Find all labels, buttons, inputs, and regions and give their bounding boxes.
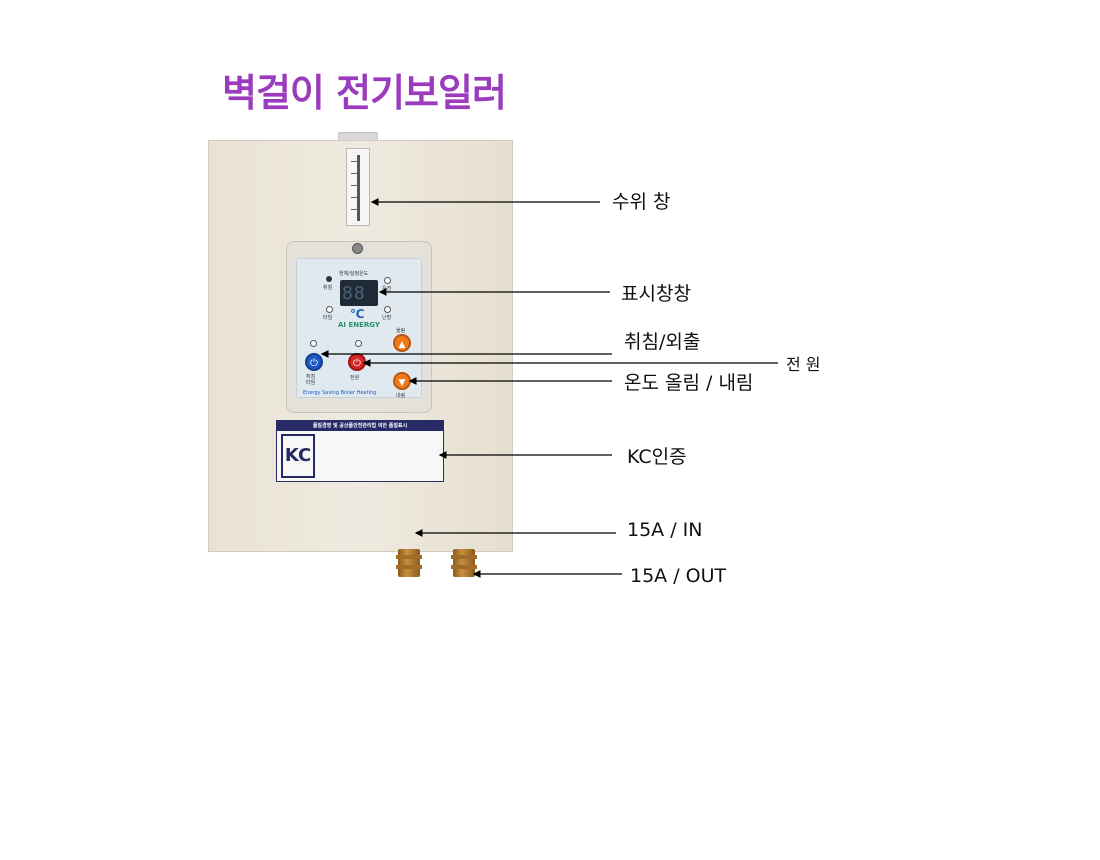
- display-callout: 표시창창: [621, 283, 691, 305]
- gauge-tick: [351, 173, 358, 174]
- inlet-callout: 15A / IN: [627, 519, 703, 541]
- inlet-pipe: [396, 549, 422, 577]
- water-level-callout: 수위 창: [612, 191, 671, 213]
- outlet-pipe: [451, 549, 477, 577]
- run-indicator-label: 운전: [382, 286, 392, 292]
- sleep-callout: 취침/외출: [624, 331, 701, 353]
- screw-icon: [352, 243, 363, 254]
- page-title: 벽걸이 전기보일러: [222, 71, 507, 115]
- run-indicator-icon: [384, 277, 391, 284]
- temp-callout: 온도 올림 / 내림: [624, 372, 754, 394]
- kc-callout: KC인증: [627, 446, 687, 468]
- sleep-indicator-label: 취침: [323, 285, 333, 291]
- brand-label: AI ENERGY: [338, 321, 380, 329]
- power-callout: 전 원: [786, 355, 821, 374]
- heating-indicator-icon: [384, 306, 391, 313]
- up-button-label: 올림: [396, 328, 406, 334]
- power-led-icon: [355, 340, 362, 347]
- power-button-label: 전원: [350, 375, 360, 381]
- timer-indicator-icon: [326, 306, 333, 313]
- display-digits: 88: [342, 283, 366, 304]
- sleep-timer-button[interactable]: ⏻: [305, 353, 323, 371]
- water-level-gauge: [346, 148, 370, 226]
- celsius-unit: ℃: [350, 307, 365, 321]
- outlet-callout: 15A / OUT: [630, 565, 727, 587]
- gauge-stem: [357, 155, 360, 221]
- sleep-indicator-icon: [326, 276, 332, 282]
- gauge-tick: [351, 185, 358, 186]
- gauge-tick: [351, 209, 358, 210]
- plate-header: 품질경영 및 공산품안전관리법 의한 품질표시: [277, 421, 443, 431]
- down-button-label: 내림: [396, 393, 406, 399]
- temp-up-button[interactable]: ▲: [393, 334, 411, 352]
- timer-indicator-label: 타임: [323, 315, 333, 321]
- gauge-tick: [351, 161, 358, 162]
- kc-mark-icon: KC: [281, 434, 315, 478]
- heating-indicator-label: 난방: [382, 315, 392, 321]
- current-set-temp-label: 현재/설정온도: [339, 271, 369, 277]
- gauge-tick: [351, 197, 358, 198]
- panel-footer: Energy Saving Boiler Heating: [303, 390, 377, 396]
- temperature-display: [340, 280, 378, 306]
- sleep-led-icon: [310, 340, 317, 347]
- sleep-timer-button-label: 취침 타임: [306, 374, 316, 386]
